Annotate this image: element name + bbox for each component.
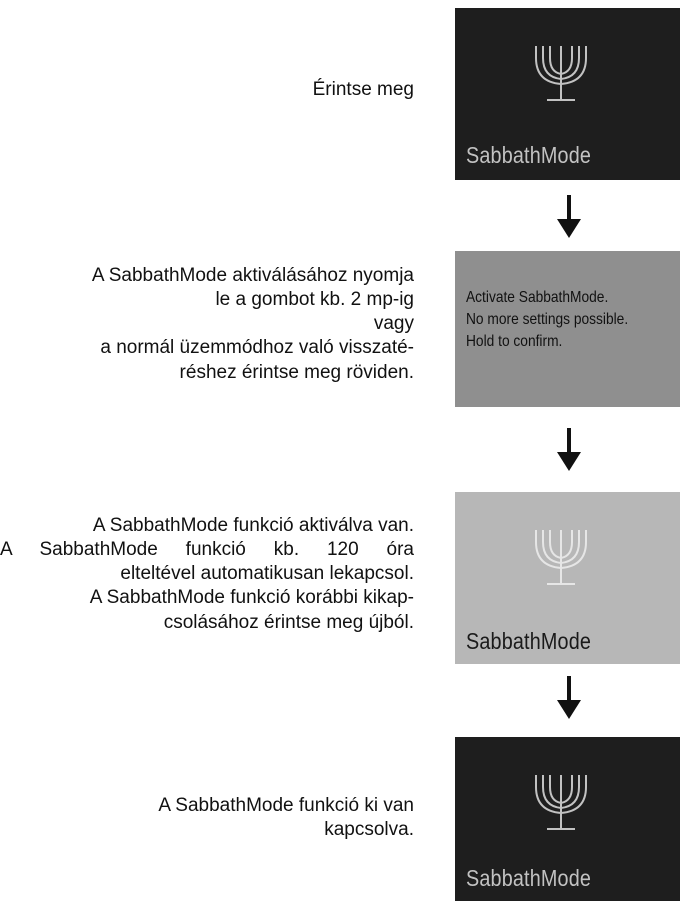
menorah-icon xyxy=(535,46,587,101)
panel-label: SabbathMode xyxy=(466,865,592,891)
down-arrow-icon xyxy=(557,195,581,238)
step-3-line-5: csolásához érintse meg újból. xyxy=(163,611,414,633)
sabbath-mode-button-off-final[interactable]: SabbathMode xyxy=(455,737,680,901)
activate-confirm-panel[interactable]: Activate SabbathMode. No more settings p… xyxy=(455,251,680,407)
step-3-line-4: A SabbathMode funkció korábbi kikap- xyxy=(89,587,414,609)
step-4-instruction: A SabbathMode funkció ki van kapcsolva. xyxy=(158,794,414,842)
step-4-line-2: kapcsolva. xyxy=(324,819,414,841)
step-2-line-3: vagy xyxy=(373,313,414,335)
confirm-message: Activate SabbathMode. No more settings p… xyxy=(466,287,628,353)
step-2-line-1: A SabbathMode aktiválásához nyomja xyxy=(91,265,414,286)
step-1-line-1: Érintse meg xyxy=(312,79,414,100)
down-arrow-icon xyxy=(557,676,581,719)
sabbath-mode-button-off[interactable]: SabbathMode xyxy=(455,8,680,180)
step-2-line-5: réshez érintse meg röviden. xyxy=(179,361,414,383)
step-3-line-2: A SabbathMode funkció kb. 120 óra xyxy=(0,539,414,561)
step-3-line-1: A SabbathMode funkció aktiválva van. xyxy=(92,515,414,536)
panel-label: SabbathMode xyxy=(466,142,592,168)
confirm-message-line-2: No more settings possible. xyxy=(466,311,629,329)
step-4-line-1: A SabbathMode funkció ki van xyxy=(158,795,414,816)
confirm-message-line-1: Activate SabbathMode. xyxy=(466,289,609,306)
confirm-message-line-3: Hold to confirm. xyxy=(466,333,563,351)
down-arrow-icon xyxy=(557,428,581,471)
step-3-instruction: A SabbathMode funkció aktiválva van. A S… xyxy=(0,514,414,635)
step-2-instruction: A SabbathMode aktiválásához nyomja le a … xyxy=(92,264,414,385)
step-1-instruction: Érintse meg xyxy=(313,78,414,102)
menorah-icon xyxy=(535,530,587,585)
panel-label: SabbathMode xyxy=(466,628,592,654)
menorah-icon xyxy=(535,775,587,830)
sabbath-mode-button-active[interactable]: SabbathMode xyxy=(455,492,680,664)
step-2-line-4: a normál üzemmódhoz való visszaté- xyxy=(100,337,414,359)
step-2-line-2: le a gombot kb. 2 mp-ig xyxy=(215,289,414,311)
step-3-line-3: elteltével automatikusan lekapcsol. xyxy=(120,563,414,585)
